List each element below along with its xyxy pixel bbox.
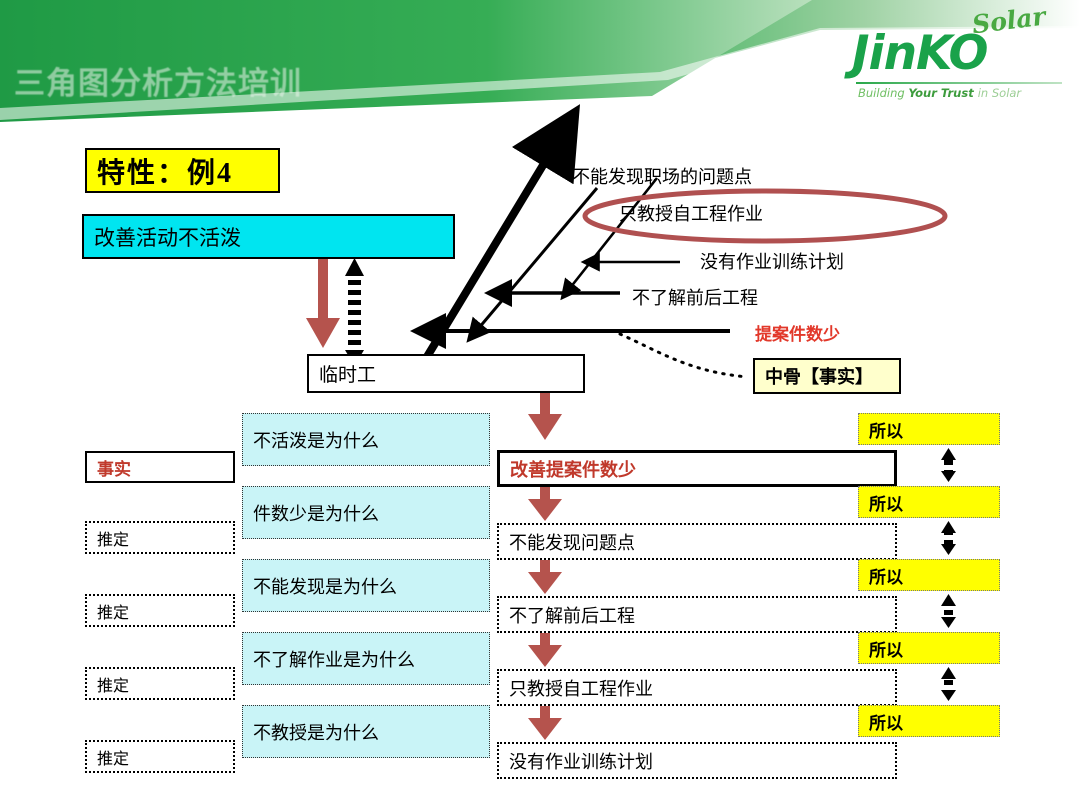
left-column-item-2: 推定 bbox=[85, 594, 235, 627]
therefore-box-4: 所以 bbox=[858, 705, 1000, 737]
temp-worker-text: 临时工 bbox=[319, 365, 377, 386]
jinko-solar-logo: Solar JinKO Building Your Trust in Solar bbox=[852, 2, 1072, 104]
therefore-box-0: 所以 bbox=[858, 413, 1000, 445]
striped-arrow-mini-3 bbox=[941, 594, 956, 628]
striped-arrow-mini-2 bbox=[941, 521, 956, 555]
conclusion-box-1: 不能发现问题点 bbox=[497, 523, 897, 560]
callout-text: 中骨【事实】 bbox=[765, 367, 873, 387]
callout-box: 中骨【事实】 bbox=[753, 358, 901, 394]
left-column-item-0: 事实 bbox=[85, 451, 235, 483]
conclusion-text-0: 改善提案件数少 bbox=[510, 459, 636, 480]
fishbone-label-3: 没有作业训练计划 bbox=[700, 252, 844, 272]
therefore-box-2: 所以 bbox=[858, 559, 1000, 591]
conclusion-box-4: 没有作业训练计划 bbox=[497, 742, 897, 779]
striped-arrow-mini-4 bbox=[941, 667, 956, 701]
striped-double-arrow-vertical bbox=[345, 258, 364, 366]
left-column-label-4: 推定 bbox=[97, 750, 130, 768]
red-arrow-c3-c4 bbox=[528, 633, 562, 667]
left-column-label-1: 推定 bbox=[97, 531, 130, 549]
logo-jinko-text: JinKO bbox=[852, 26, 988, 81]
page-title: 三角图分析方法培训 bbox=[14, 66, 302, 102]
therefore-box-1: 所以 bbox=[858, 486, 1000, 518]
fishbone-label-2: 只教授自工程作业 bbox=[619, 204, 763, 224]
question-box-3: 不了解作业是为什么 bbox=[242, 632, 490, 685]
example-title-box: 特性：例4 bbox=[85, 148, 280, 193]
conclusion-text-4: 没有作业训练计划 bbox=[509, 751, 653, 772]
callout-connector-dotted bbox=[618, 332, 750, 379]
logo-tagline: Building Your Trust in Solar bbox=[858, 86, 1021, 100]
conclusion-text-3: 只教授自工程作业 bbox=[509, 678, 653, 699]
red-arrow-c1-c2 bbox=[528, 487, 562, 521]
header-banner: 三角图分析方法培训 Solar JinKO Building Your Trus… bbox=[0, 0, 1080, 125]
fishbone-branch-diagonal-2 bbox=[560, 177, 659, 301]
fishbone-label-1: 不能发现职场的问题点 bbox=[572, 167, 752, 187]
question-box-2: 不能发现是为什么 bbox=[242, 559, 490, 612]
left-column-item-1: 推定 bbox=[85, 521, 235, 554]
tagline-part-2: Your Trust bbox=[908, 86, 978, 100]
question-box-4: 不教授是为什么 bbox=[242, 705, 490, 758]
question-box-0: 不活泼是为什么 bbox=[242, 413, 490, 466]
temp-worker-box: 临时工 bbox=[307, 354, 585, 393]
question-text-1: 件数少是为什么 bbox=[253, 503, 379, 524]
question-text-2: 不能发现是为什么 bbox=[253, 576, 397, 597]
example-title-text: 特性：例4 bbox=[97, 157, 234, 189]
therefore-text-2: 所以 bbox=[869, 567, 903, 587]
question-text-4: 不教授是为什么 bbox=[253, 722, 379, 743]
red-arrow-char-to-temp bbox=[306, 258, 340, 348]
question-box-1: 件数少是为什么 bbox=[242, 486, 490, 539]
conclusion-box-0: 改善提案件数少 bbox=[497, 450, 897, 487]
highlight-label: 提案件数少 bbox=[755, 325, 840, 344]
striped-arrow-mini-1 bbox=[941, 448, 956, 482]
red-arrow-temp-to-conclusion bbox=[528, 390, 562, 440]
red-arrow-c4-c5 bbox=[528, 706, 562, 740]
characteristic-box: 改善活动不活泼 bbox=[82, 214, 455, 259]
left-column-item-4: 推定 bbox=[85, 740, 235, 773]
conclusion-text-2: 不了解前后工程 bbox=[509, 605, 635, 626]
therefore-text-0: 所以 bbox=[869, 421, 903, 441]
fishbone-label-4: 不了解前后工程 bbox=[632, 288, 758, 308]
therefore-text-1: 所以 bbox=[869, 494, 903, 514]
question-text-0: 不活泼是为什么 bbox=[253, 430, 379, 451]
conclusion-text-1: 不能发现问题点 bbox=[509, 532, 635, 553]
left-column-label-0: 事实 bbox=[97, 459, 131, 479]
therefore-text-4: 所以 bbox=[869, 713, 903, 733]
red-arrow-c2-c3 bbox=[528, 560, 562, 594]
logo-divider bbox=[856, 82, 1062, 84]
left-column-label-3: 推定 bbox=[97, 677, 130, 695]
characteristic-text: 改善活动不活泼 bbox=[94, 225, 241, 250]
tagline-part-3: in Solar bbox=[977, 86, 1022, 100]
left-column-label-2: 推定 bbox=[97, 604, 130, 622]
therefore-box-3: 所以 bbox=[858, 632, 1000, 664]
conclusion-box-2: 不了解前后工程 bbox=[497, 596, 897, 633]
conclusion-box-3: 只教授自工程作业 bbox=[497, 669, 897, 706]
question-text-3: 不了解作业是为什么 bbox=[253, 649, 415, 670]
tagline-part-1: Building bbox=[858, 86, 909, 100]
banner-shape bbox=[0, 0, 1080, 122]
fishbone-branch-diagonal-1 bbox=[466, 187, 599, 343]
left-column-item-3: 推定 bbox=[85, 667, 235, 700]
therefore-text-3: 所以 bbox=[869, 640, 903, 660]
